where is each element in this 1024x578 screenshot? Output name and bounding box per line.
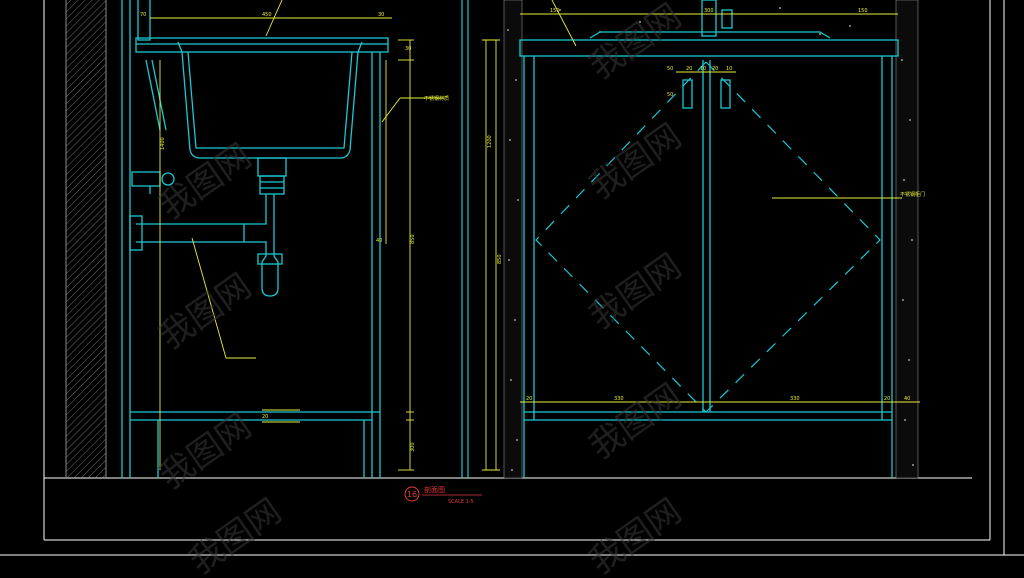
watermark-text: 我图网: [152, 136, 258, 227]
view-divider: [461, 0, 469, 478]
right-dimension-texts: 150 300 150 50 20 10 20 10 50 1200 850 3…: [487, 8, 925, 402]
dim-leg-height: 300: [410, 442, 416, 452]
dim-handle-a: 50: [667, 66, 673, 72]
watermark-text: 我图网: [582, 116, 688, 207]
dim-overall-height: 1200: [487, 135, 493, 148]
dim-top-center: 300: [704, 8, 714, 14]
callout-material: 不锈钢材质: [424, 95, 449, 102]
dim-door-right: 330: [790, 396, 800, 402]
right-elevation-view: [503, 0, 919, 479]
dim-handle-length: 50: [667, 92, 673, 98]
watermark-text: 我图网: [152, 266, 258, 357]
left-section-view: [121, 0, 389, 478]
dim-left-height: 850: [497, 254, 503, 264]
dim-top-right-a: 30: [378, 12, 384, 18]
wall-hatch: [65, 0, 107, 478]
dim-door-left: 330: [614, 396, 624, 402]
dim-top-right: 150: [858, 8, 868, 14]
left-dimensions: [150, 0, 444, 471]
section-number: 16: [407, 490, 417, 499]
dim-cabinet-height: 850: [410, 234, 416, 244]
door-swing-diamond: [535, 61, 881, 413]
dim-handle-c: 10: [700, 66, 706, 72]
dim-side-left: 20: [526, 396, 532, 402]
dim-faucet-offset: 70: [140, 12, 146, 18]
section-number-circle: [404, 486, 420, 502]
dim-top-right-b: 30: [405, 46, 411, 52]
right-dimensions: [482, 0, 920, 471]
dim-plumbing-height: 1400: [160, 137, 166, 150]
dim-handle-e: 10: [726, 66, 732, 72]
dim-corner-right: 40: [904, 396, 910, 402]
section-title: 16 剖面图 SCALE 1:5: [404, 485, 482, 505]
dim-top-left: 150: [550, 8, 560, 14]
watermark-text: 我图网: [582, 0, 688, 87]
watermark-text: 我图网: [582, 246, 688, 337]
watermark-text: 我图网: [582, 376, 688, 467]
section-name: 剖面图: [424, 485, 445, 494]
section-scale: SCALE 1:5: [448, 499, 474, 505]
dim-sink-width: 450: [262, 12, 272, 18]
callout-door: 不锈钢柜门: [900, 191, 925, 198]
dim-side-right: 20: [884, 396, 890, 402]
watermarks: 我图网 我图网 我图网 我图网 我图网 我图网 我图网 我图网 我图网: [152, 0, 688, 578]
watermark-text: 我图网: [182, 491, 288, 578]
watermark-text: 我图网: [582, 491, 688, 578]
dim-panel-gap: 40: [376, 238, 382, 244]
dim-handle-d: 20: [712, 66, 718, 72]
left-dimension-texts: 70 450 30 30 1400 40 850 20 300 不锈钢材质: [140, 12, 449, 452]
dim-shelf-gap: 20: [262, 414, 268, 420]
dim-handle-b: 20: [686, 66, 692, 72]
